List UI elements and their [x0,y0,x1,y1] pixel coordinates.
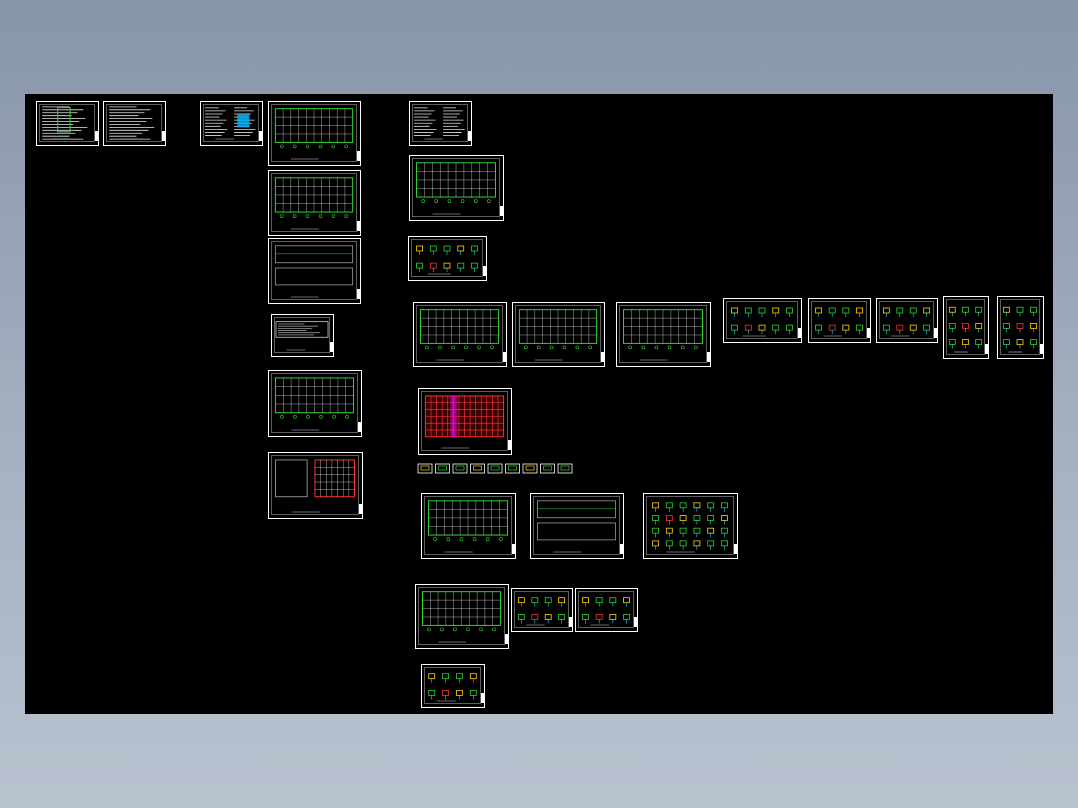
drawing-sheet-elevation[interactable] [268,238,361,304]
cad-model-space[interactable] [25,94,1053,714]
drawing-sheet-plan[interactable] [421,493,516,559]
drawing-sheet-plan[interactable] [413,302,507,367]
drawing-sheet-details[interactable] [421,664,485,708]
drawing-sheet-details[interactable] [575,588,638,632]
drawing-sheet-details[interactable] [511,588,573,632]
drawing-sheet-details[interactable] [723,298,802,343]
drawing-sheet-details[interactable] [643,493,738,559]
drawing-sheet-details[interactable] [876,298,938,343]
detail-thumbnail[interactable] [417,463,433,474]
detail-thumbnail[interactable] [522,463,538,474]
drawing-sheet-notes[interactable] [409,101,472,146]
drawing-sheet-plan[interactable] [268,170,361,236]
detail-thumbnail[interactable] [435,463,450,474]
drawing-sheet-plan[interactable] [409,155,504,221]
drawing-sheet-plan[interactable] [415,584,509,649]
drawing-sheet-plan[interactable] [616,302,711,367]
drawing-sheet-details[interactable] [808,298,871,343]
drawing-sheets-layer[interactable] [25,94,1053,714]
detail-thumbnail[interactable] [470,463,485,474]
drawing-sheet-notes[interactable] [200,101,263,146]
drawing-sheet-elevation[interactable] [530,493,624,559]
drawing-sheet-details[interactable] [943,296,989,359]
drawing-sheet-details[interactable] [997,296,1044,359]
drawing-sheet-plan[interactable] [268,101,361,166]
drawing-sheet-small[interactable] [271,314,334,357]
drawing-sheet-section[interactable] [268,452,363,519]
detail-thumbnail[interactable] [487,463,503,474]
drawing-sheet-plan[interactable] [512,302,605,367]
detail-thumbnail[interactable] [557,463,573,474]
detail-thumbnail[interactable] [540,463,555,474]
drawing-sheet-plan[interactable] [268,370,362,437]
drawing-sheet-table[interactable] [103,101,166,146]
drawing-sheet-details[interactable] [408,236,487,281]
drawing-sheet-rebar_plan[interactable] [418,388,512,455]
detail-thumbnail[interactable] [505,463,520,474]
detail-thumbnail[interactable] [452,463,468,474]
drawing-sheet-table[interactable] [36,101,99,146]
